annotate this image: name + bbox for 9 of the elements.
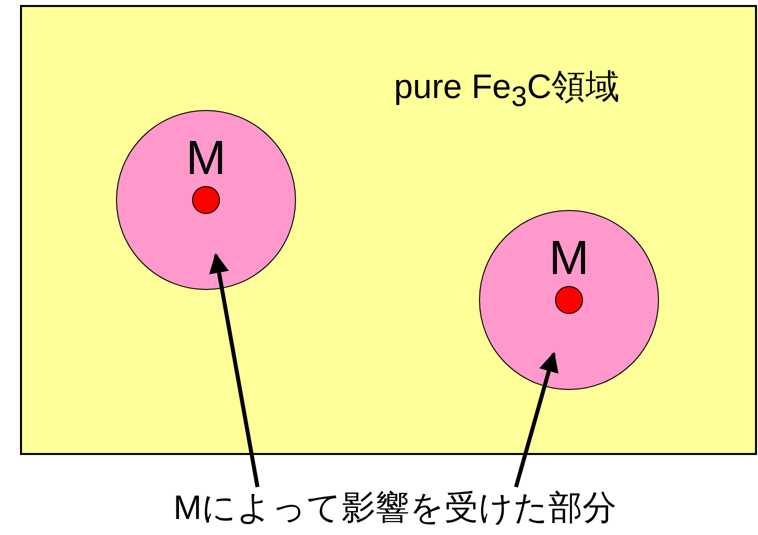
region-area: [20, 5, 757, 455]
callout-text: Mによって影響を受けた部分: [172, 488, 618, 529]
particle-label: M: [186, 135, 226, 183]
particle-label: M: [549, 235, 589, 283]
region-label: pure Fe$_{3}$C領域: [394, 67, 620, 114]
particle-dot: [555, 286, 583, 314]
particle-dot: [192, 186, 220, 214]
arrow: [209, 252, 260, 488]
arrow: [514, 352, 558, 488]
